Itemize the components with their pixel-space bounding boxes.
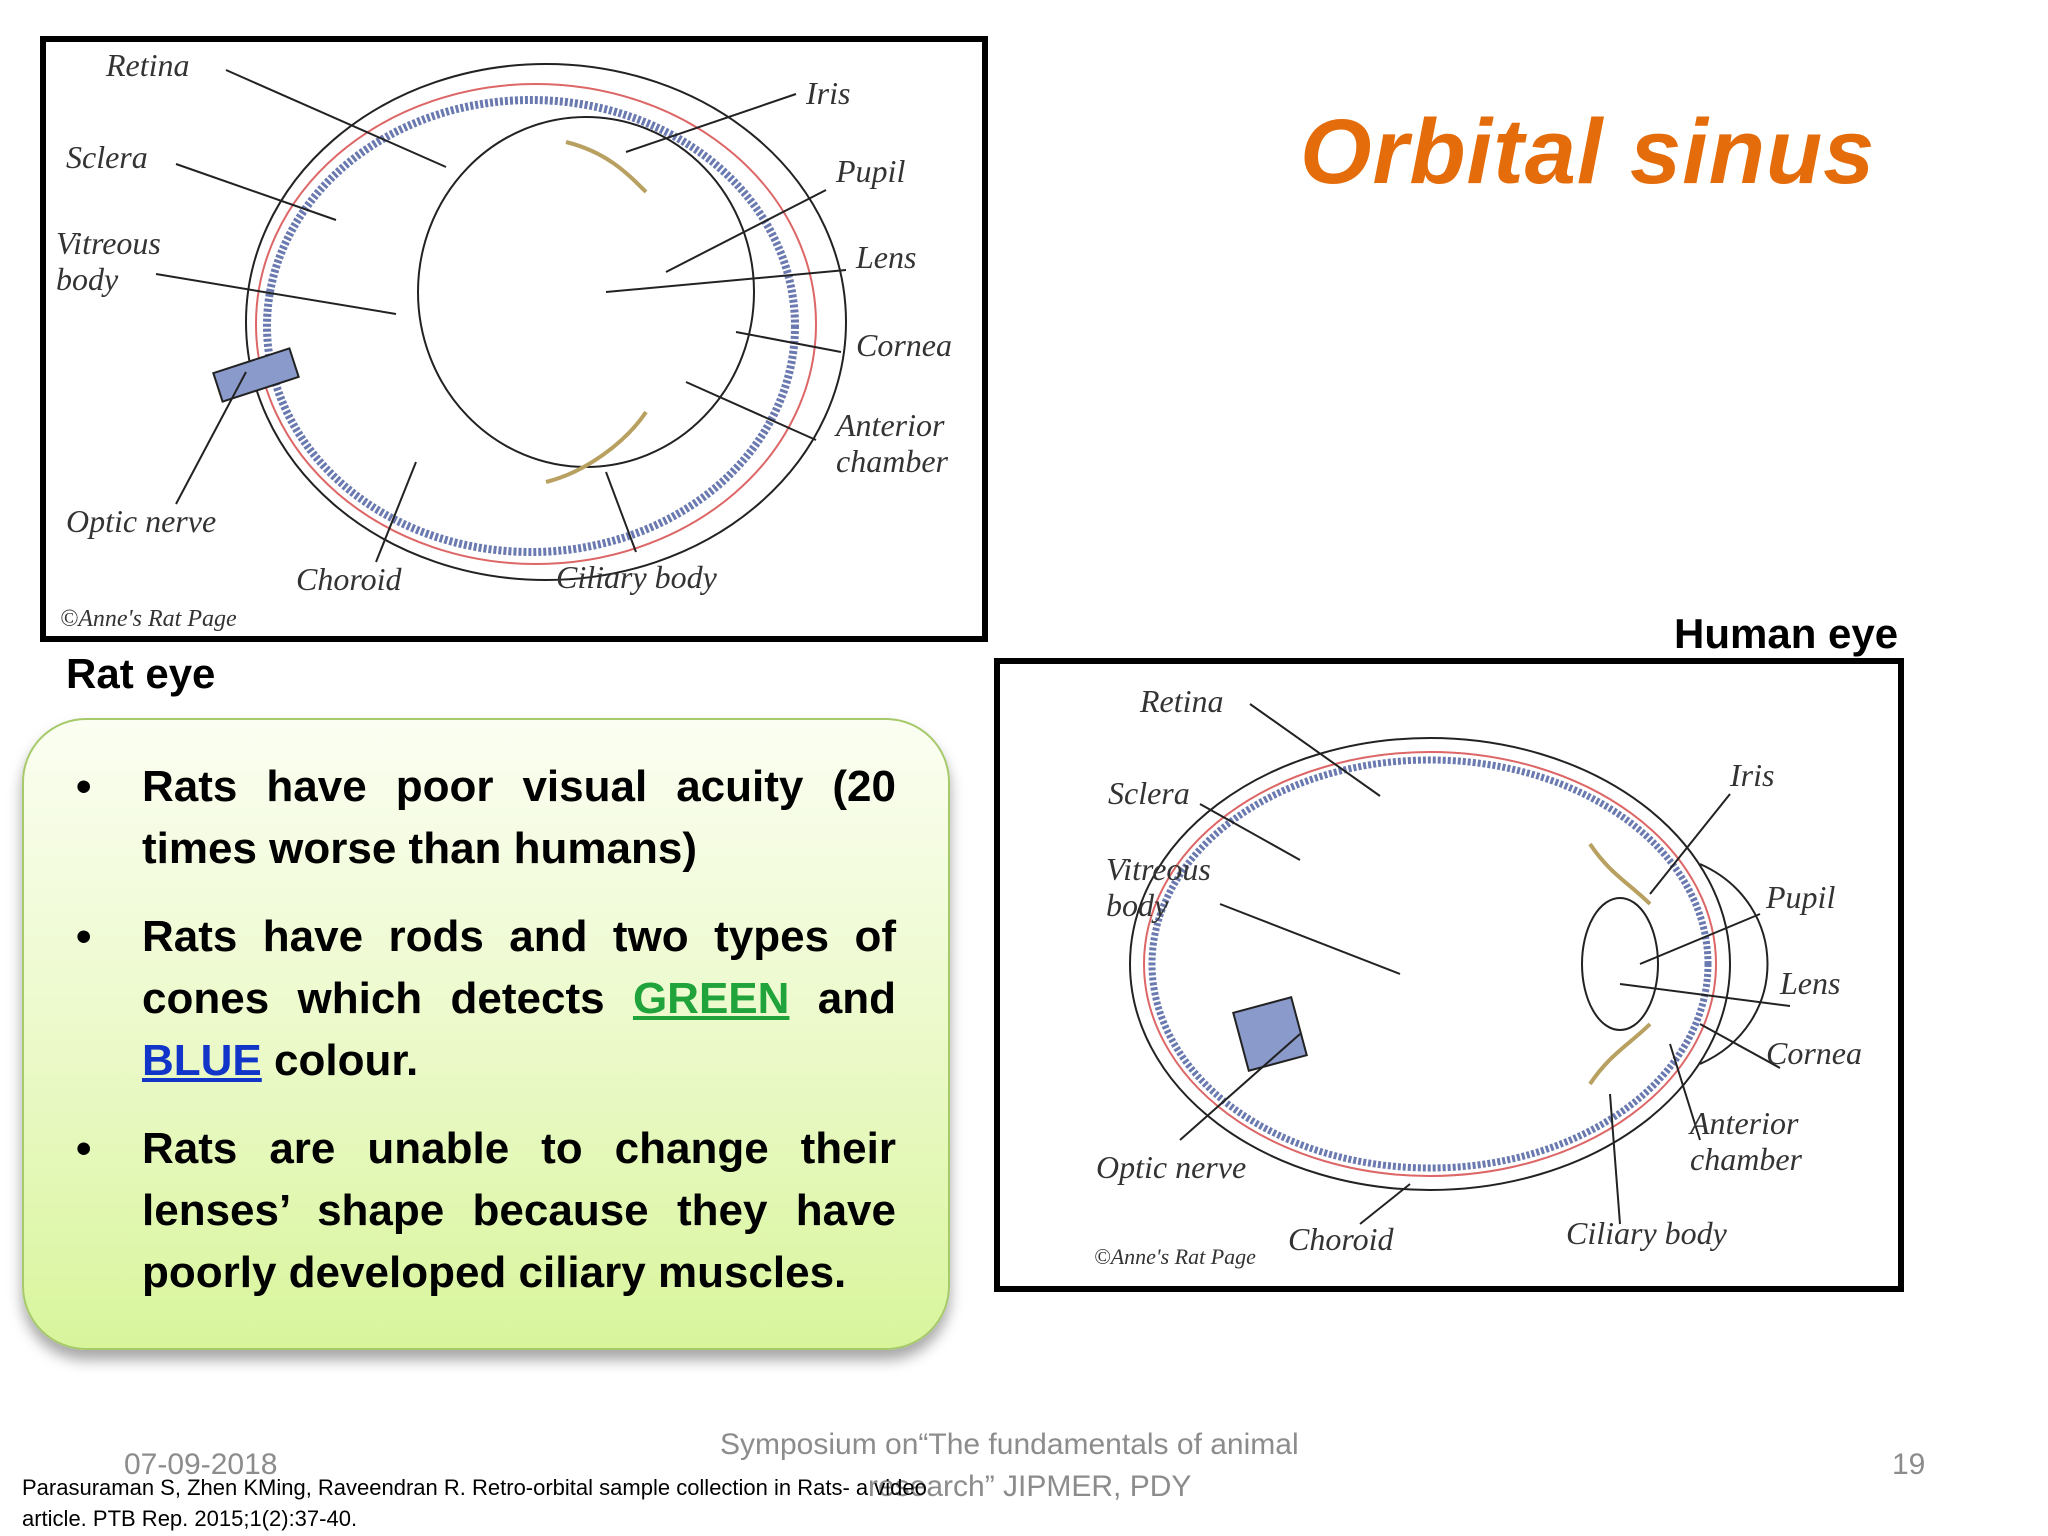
human-label-retina: Retina <box>1139 683 1224 719</box>
bullet-text-2b: and <box>789 974 897 1023</box>
rat-label-iris: Iris <box>805 75 850 111</box>
human-label-ciliary-body: Ciliary body <box>1566 1215 1728 1251</box>
bullet-item-3: • Rats are unable to change their lenses… <box>76 1118 896 1304</box>
rat-label-optic-nerve: Optic nerve <box>66 503 216 539</box>
bullet-dot: • <box>76 1124 92 1173</box>
human-label-iris: Iris <box>1729 757 1774 793</box>
reference-line-2: article. PTB Rep. 2015;1(2):37-40. <box>22 1506 358 1531</box>
rat-label-lens: Lens <box>855 239 916 275</box>
bullet-item-1: • Rats have poor visual acuity (20 times… <box>76 756 896 880</box>
human-eye-illustration: Retina Sclera Vitreous body Optic nerve … <box>1094 683 1862 1269</box>
bullet-text-2a: Rats have rods and two types of cones wh… <box>142 912 896 1023</box>
green-word: GREEN <box>632 974 790 1023</box>
human-eye-diagram: Retina Sclera Vitreous body Optic nerve … <box>994 658 1904 1292</box>
rat-eye-caption: Rat eye <box>66 650 216 697</box>
human-label-cornea: Cornea <box>1766 1035 1862 1071</box>
rat-label-vitreous-2: body <box>56 261 119 297</box>
human-label-vitreous-2: body <box>1106 887 1169 923</box>
human-label-anterior-2: chamber <box>1690 1141 1803 1177</box>
rat-label-anterior-2: chamber <box>836 443 949 479</box>
human-label-lens: Lens <box>1779 965 1840 1001</box>
bullet-dot: • <box>76 762 92 811</box>
bullet-item-2: • Rats have rods and two types of cones … <box>76 906 897 1092</box>
footer-date: 07-09-2018 <box>124 1448 278 1481</box>
reference-citation: Parasuraman S, Zhen KMing, Raveendran R.… <box>22 1472 927 1534</box>
rat-credit: ©Anne's Rat Page <box>60 606 237 632</box>
human-label-optic-nerve: Optic nerve <box>1096 1149 1246 1185</box>
bullet-list: • Rats have poor visual acuity (20 times… <box>24 720 948 1304</box>
blue-word: BLUE <box>142 1036 262 1085</box>
rat-label-sclera: Sclera <box>66 139 148 175</box>
footer-symposium-1: Symposium on“The fundamentals of animal <box>720 1428 1299 1461</box>
rat-label-ciliary-body: Ciliary body <box>556 559 718 595</box>
rat-label-choroid: Choroid <box>296 561 403 597</box>
rat-label-anterior-1: Anterior <box>834 407 945 443</box>
human-label-vitreous-1: Vitreous <box>1106 851 1211 887</box>
human-label-choroid: Choroid <box>1288 1221 1395 1257</box>
human-eye-caption: Human eye <box>1674 610 1899 657</box>
reference-line-1: Parasuraman S, Zhen KMing, Raveendran R.… <box>22 1475 927 1500</box>
rat-label-vitreous-1: Vitreous <box>56 225 161 261</box>
slide-title: Orbital sinus <box>1300 101 1876 203</box>
rat-eye-illustration: Retina Sclera Vitreous body Optic nerve … <box>56 47 952 632</box>
bullet-text-3: Rats are unable to change their lenses’ … <box>142 1124 896 1297</box>
info-box: • Rats have poor visual acuity (20 times… <box>22 718 950 1350</box>
footer-page-number: 19 <box>1892 1448 1926 1481</box>
bullet-text-1: Rats have poor visual acuity (20 times w… <box>142 762 896 873</box>
rat-label-cornea: Cornea <box>856 327 952 363</box>
human-label-sclera: Sclera <box>1108 775 1190 811</box>
bullet-dot: • <box>76 912 92 961</box>
human-label-pupil: Pupil <box>1765 879 1835 915</box>
rat-label-pupil: Pupil <box>835 153 905 189</box>
human-credit: ©Anne's Rat Page <box>1094 1244 1256 1269</box>
rat-eye-diagram: Retina Sclera Vitreous body Optic nerve … <box>40 36 988 642</box>
human-label-anterior-1: Anterior <box>1688 1105 1799 1141</box>
rat-label-retina: Retina <box>105 47 190 83</box>
bullet-text-2c: colour. <box>261 1036 419 1085</box>
footer-symposium-2: research” JIPMER, PDY <box>868 1470 1192 1503</box>
